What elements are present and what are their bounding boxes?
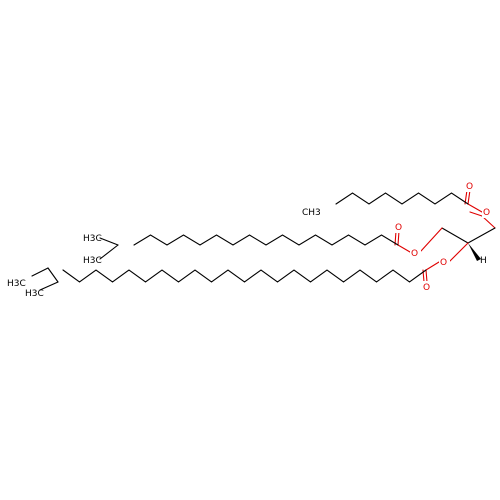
chain-mid-zigzag — [133, 234, 399, 246]
atom-methyl-anteiso-a: H3C — [7, 279, 26, 289]
bond-ch-ch2 — [441, 227, 469, 244]
bond-o-carbonyl-c-low — [425, 261, 440, 271]
bond-branch-low-c — [31, 267, 49, 277]
bond-c-eq-o-low-1 — [425, 269, 428, 283]
bond-branch-low-b — [47, 267, 59, 283]
bond-ch-o-low — [448, 242, 469, 263]
atom-methyl-top: CH3 — [302, 208, 321, 218]
atom-o-carbonyl-mid: O — [395, 223, 402, 233]
atom-o-ester-low: O — [440, 258, 447, 268]
bond-o-ch2-top — [469, 211, 483, 217]
chain-top-zigzag — [335, 192, 469, 205]
bond-branch-mid-b — [99, 244, 119, 260]
bond-branch-low-a — [39, 281, 59, 291]
bond-lines — [31, 189, 496, 291]
bond-ch2-o-mid — [420, 227, 443, 252]
bond-branch-mid-a — [99, 237, 119, 246]
atom-h-stereo: H — [480, 256, 487, 266]
atom-methyl-isobutyl-a: H3C — [83, 234, 102, 244]
atom-methyl-isobutyl-b: H3C — [83, 256, 102, 266]
bond-o-carbonyl-c-mid — [397, 244, 411, 253]
atom-o-carbonyl-top: O — [466, 182, 473, 192]
bond-stereo-wedge — [468, 243, 481, 261]
chain-low-zigzag — [62, 269, 427, 283]
atom-methyl-anteiso-b: H3C — [25, 289, 44, 299]
bond-c-eq-o-top-1 — [467, 189, 471, 205]
atom-labels: O O CH3 O O H3C H3C O O H3C H3C H — [7, 180, 493, 299]
bond-c-eq-o-mid-1 — [397, 230, 400, 246]
atom-o-ester-top: O — [483, 208, 490, 218]
atom-o-ester-mid: O — [411, 249, 418, 259]
bond-o-carbonyl-c-top — [467, 203, 483, 213]
bond-ch2-ch — [467, 227, 496, 244]
atom-o-carbonyl-low: O — [423, 283, 430, 293]
